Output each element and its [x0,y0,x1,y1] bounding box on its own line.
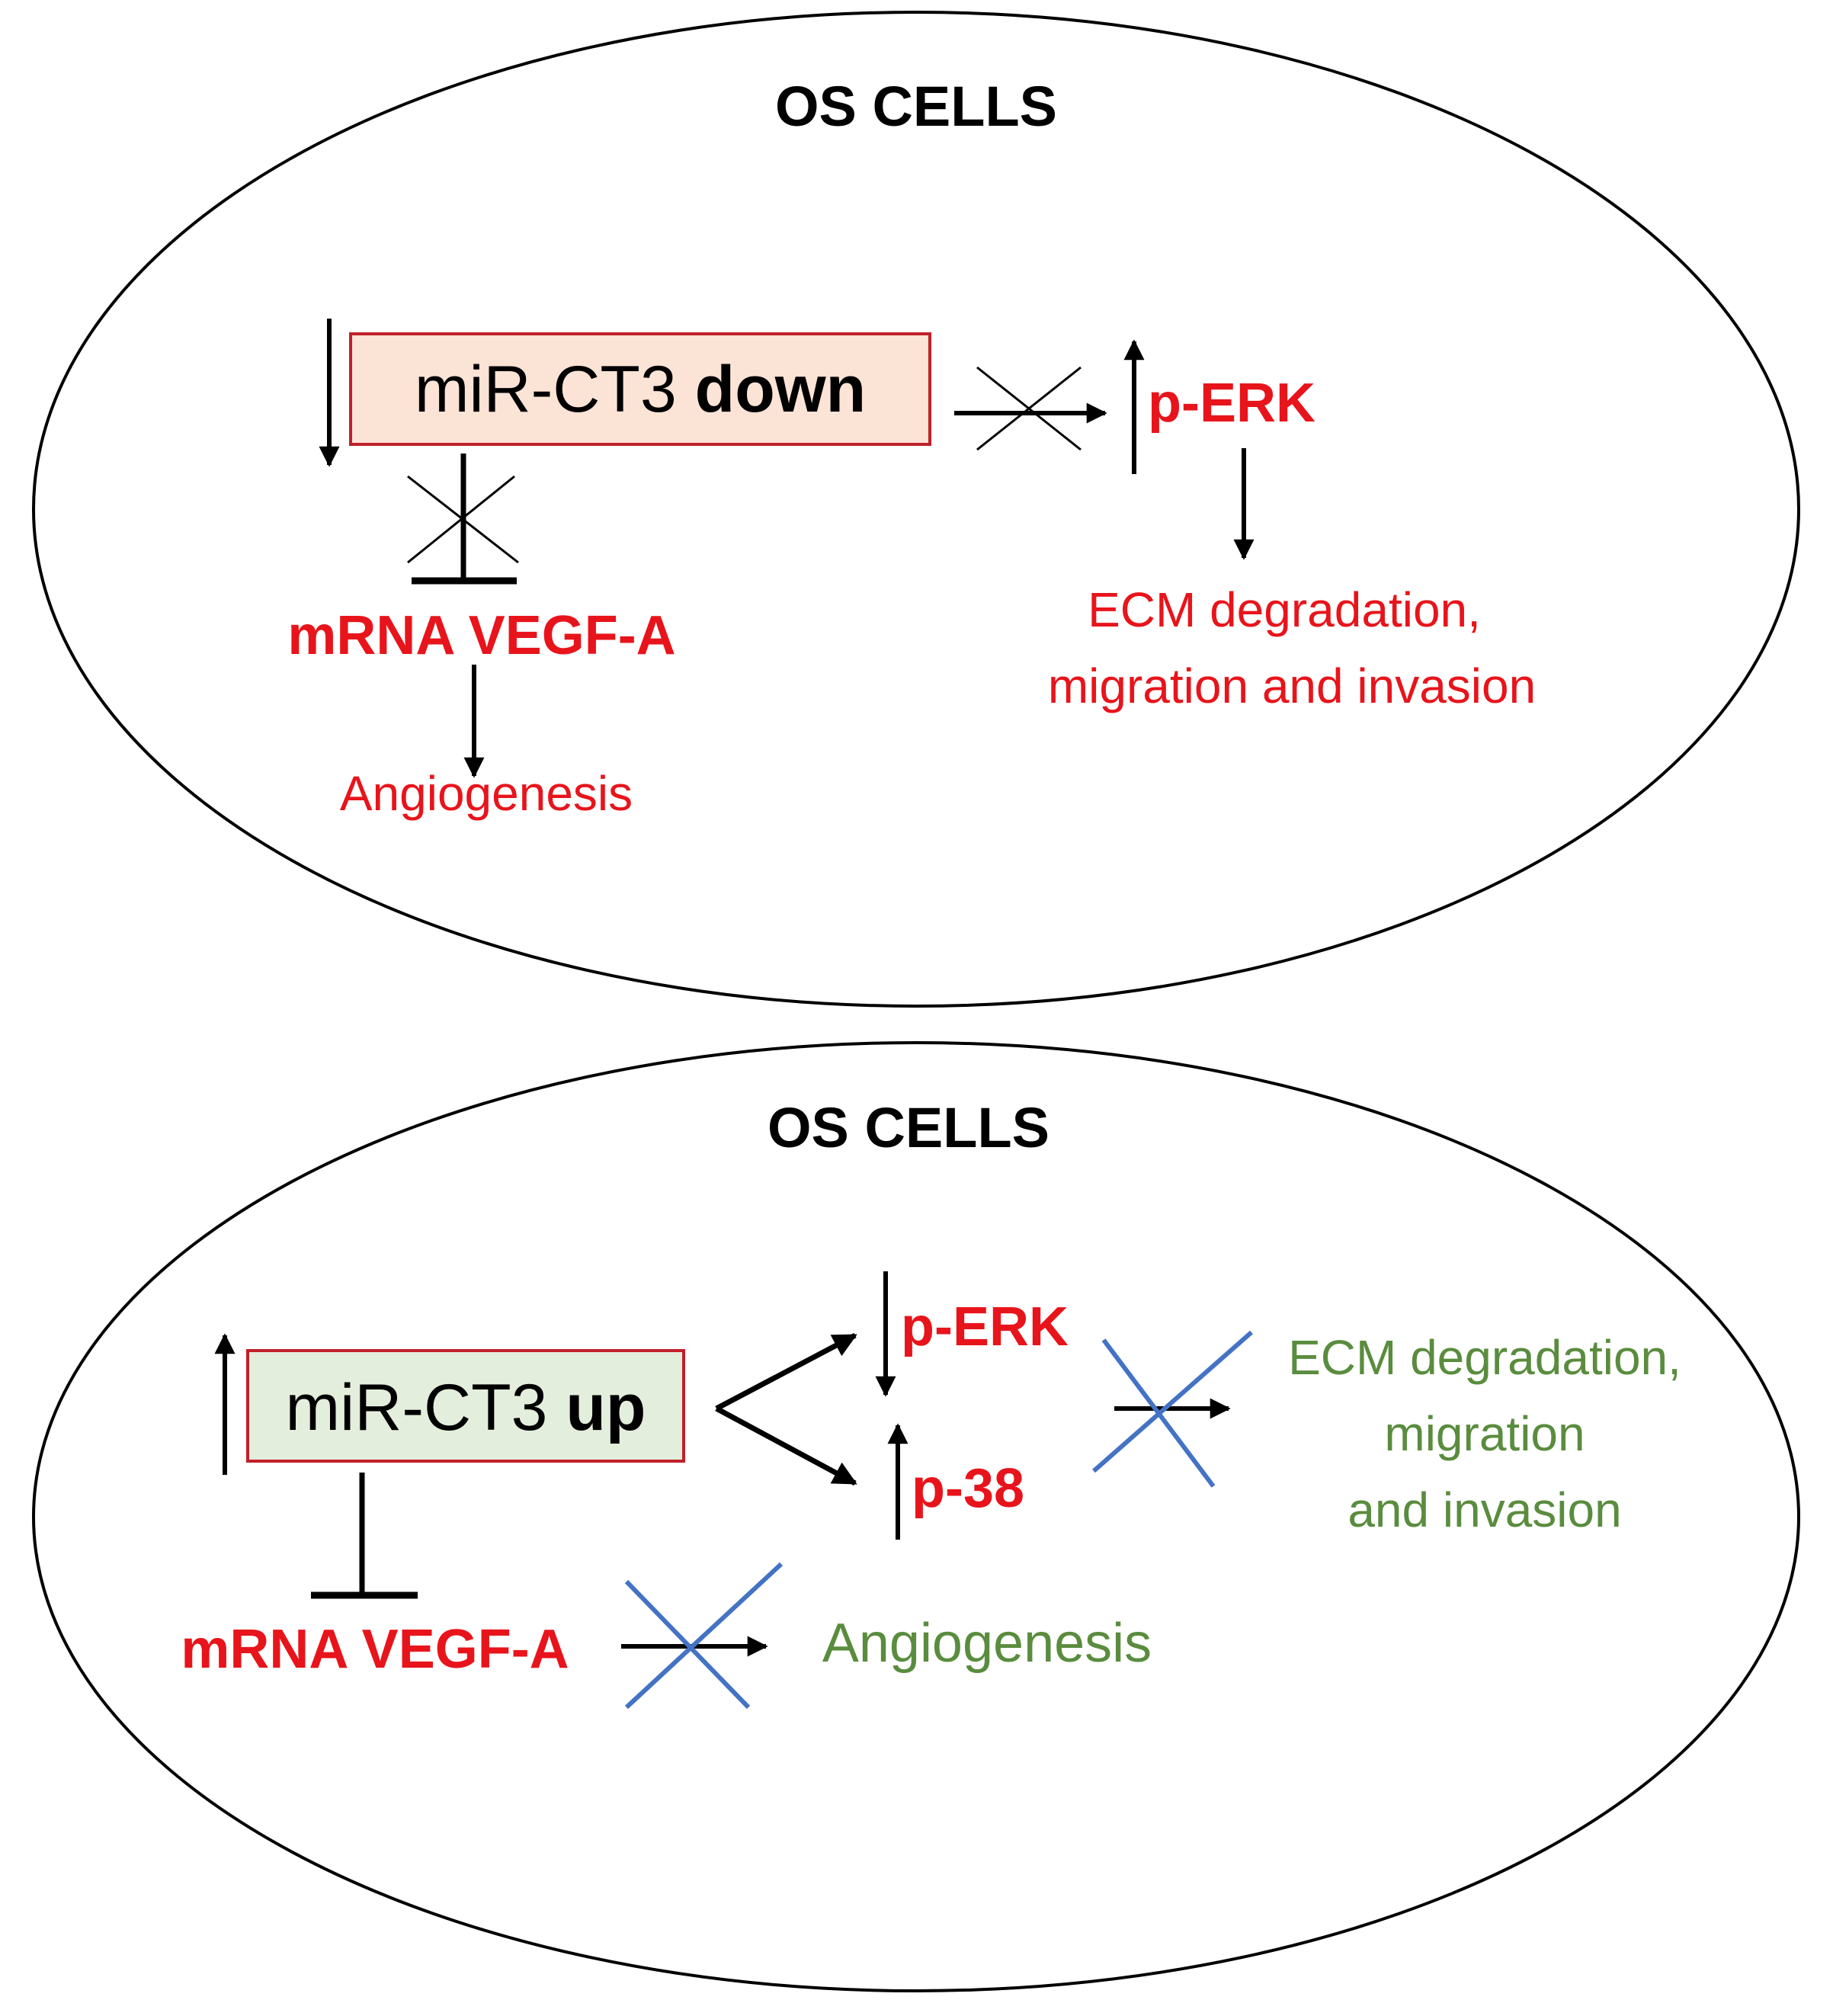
bottom-ecm-outcome-line-3: and invasion [1348,1482,1621,1537]
top-cell-membrane [32,11,1800,1008]
bottom-cell-membrane [32,1041,1800,1992]
mir-ct3-up-label: miR-CT3 up [286,1371,646,1444]
top-perk-activation-blocked [954,366,1107,451]
bottom-cell: OS CELLS miR-CT3 up mRNA VEGF-A Angiogen… [32,1041,1800,1992]
bottom-ecm-activation-blocked [1092,1330,1253,1488]
bottom-cell-title: OS CELLS [767,1096,1049,1159]
top-ecm-outcome-line-2: migration and invasion [1048,659,1536,713]
fork-arrow-to-perk [715,1332,857,1412]
top-cell-title: OS CELLS [775,75,1057,138]
top-angiogenesis: Angiogenesis [340,766,633,821]
bottom-ecm-outcome-line-2: migration [1384,1406,1585,1461]
mir-ct3-up-box [246,1349,685,1463]
bottom-mrna-vegf-a: mRNA VEGF-A [181,1619,569,1680]
mir-ct3-down-label: miR-CT3 down [415,353,866,426]
top-inhibition-blocked [407,454,519,585]
bottom-p38-label: p-38 [912,1458,1024,1519]
bottom-angiogenesis: Angiogenesis [822,1613,1152,1674]
top-ecm-outcome-line-1: ECM degradation, [1088,582,1481,637]
bottom-angiogenesis-activation-blocked [621,1562,784,1710]
bottom-ecm-outcome-line-1: ECM degradation, [1288,1330,1681,1385]
mir-ct3-down-box [349,332,931,446]
bottom-inhibition [311,1473,418,1599]
top-cell: OS CELLS miR-CT3 down mRNA VEGF-A Angiog… [32,11,1800,1008]
top-perk-label: p-ERK [1148,373,1315,434]
fork-arrow-to-p38 [715,1405,857,1486]
bottom-perk-label: p-ERK [901,1296,1069,1357]
top-mrna-vegf-a: mRNA VEGF-A [287,605,675,666]
